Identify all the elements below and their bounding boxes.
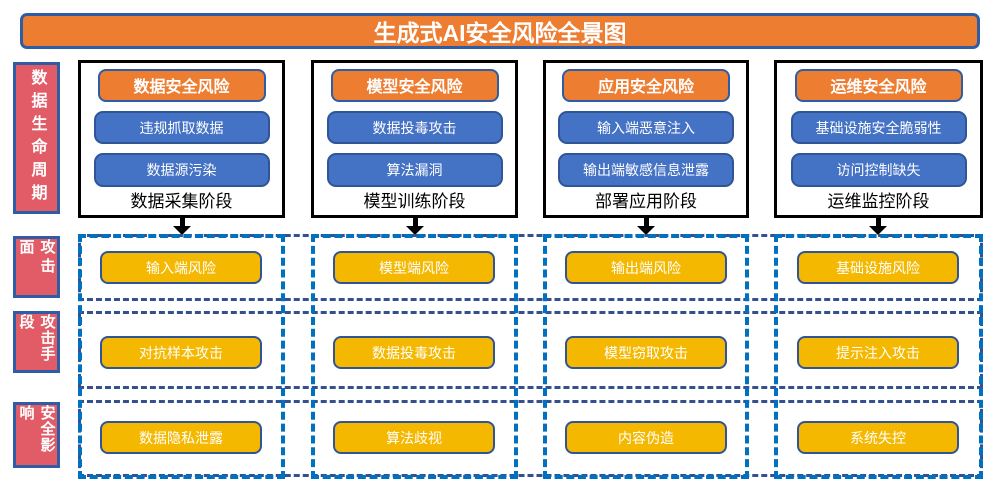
attack-surface-item: 输入端风险 (100, 251, 262, 284)
risk-item: 基础设施安全脆弱性 (790, 110, 967, 145)
stage-label: 运维监控阶段 (827, 192, 930, 211)
stage-label: 模型训练阶段 (363, 192, 466, 211)
category-header: 运维安全风险 (794, 69, 963, 102)
risk-item: 违规抓取数据 (93, 110, 270, 145)
column-band-operations (774, 234, 983, 479)
category-header: 数据安全风险 (97, 69, 266, 102)
down-arrow-icon (173, 218, 191, 235)
down-arrow-icon (869, 218, 887, 235)
attack-method-item: 数据投毒攻击 (333, 336, 495, 369)
lifecycle-box-model: 模型安全风险 数据投毒攻击 算法漏洞 模型训练阶段 (311, 60, 518, 218)
page-title: 生成式AI安全风险全景图 (20, 13, 980, 49)
column-band-data (78, 234, 285, 479)
security-impact-item: 内容伪造 (565, 421, 727, 454)
attack-surface-item: 输出端风险 (565, 251, 727, 284)
row-label-data-lifecycle: 数据生命周期 (13, 62, 60, 214)
lifecycle-box-data: 数据安全风险 违规抓取数据 数据源污染 数据采集阶段 (78, 60, 285, 218)
stage-label: 部署应用阶段 (595, 192, 697, 211)
attack-method-item: 提示注入攻击 (797, 336, 959, 369)
security-impact-item: 算法歧视 (333, 421, 495, 454)
down-arrow-icon (637, 218, 655, 235)
down-arrow-icon (406, 218, 424, 235)
attack-method-item: 模型窃取攻击 (565, 336, 727, 369)
stage-label: 数据采集阶段 (130, 192, 233, 211)
security-impact-item: 数据隐私泄露 (100, 421, 262, 454)
risk-item: 数据投毒攻击 (326, 110, 503, 145)
column-band-application (543, 234, 749, 479)
row-label-security-impact: 安全影响 (13, 402, 60, 468)
security-impact-item: 系统失控 (797, 421, 959, 454)
category-header: 模型安全风险 (330, 69, 499, 102)
column-band-model (311, 234, 518, 479)
risk-item: 数据源污染 (93, 153, 270, 187)
lifecycle-box-operations: 运维安全风险 基础设施安全脆弱性 访问控制缺失 运维监控阶段 (774, 60, 983, 218)
row-label-attack-surface: 攻击面 (13, 236, 60, 298)
lifecycle-box-application: 应用安全风险 输入端恶意注入 输出端敏感信息泄露 部署应用阶段 (543, 60, 749, 218)
risk-item: 输入端恶意注入 (558, 110, 734, 145)
attack-method-item: 对抗样本攻击 (100, 336, 262, 369)
risk-item: 算法漏洞 (326, 153, 503, 187)
attack-surface-item: 模型端风险 (333, 251, 495, 284)
risk-item: 输出端敏感信息泄露 (558, 153, 734, 187)
category-header: 应用安全风险 (562, 69, 730, 102)
attack-surface-item: 基础设施风险 (797, 251, 959, 284)
risk-item: 访问控制缺失 (790, 153, 967, 187)
row-label-attack-method: 攻击手段 (13, 311, 60, 373)
